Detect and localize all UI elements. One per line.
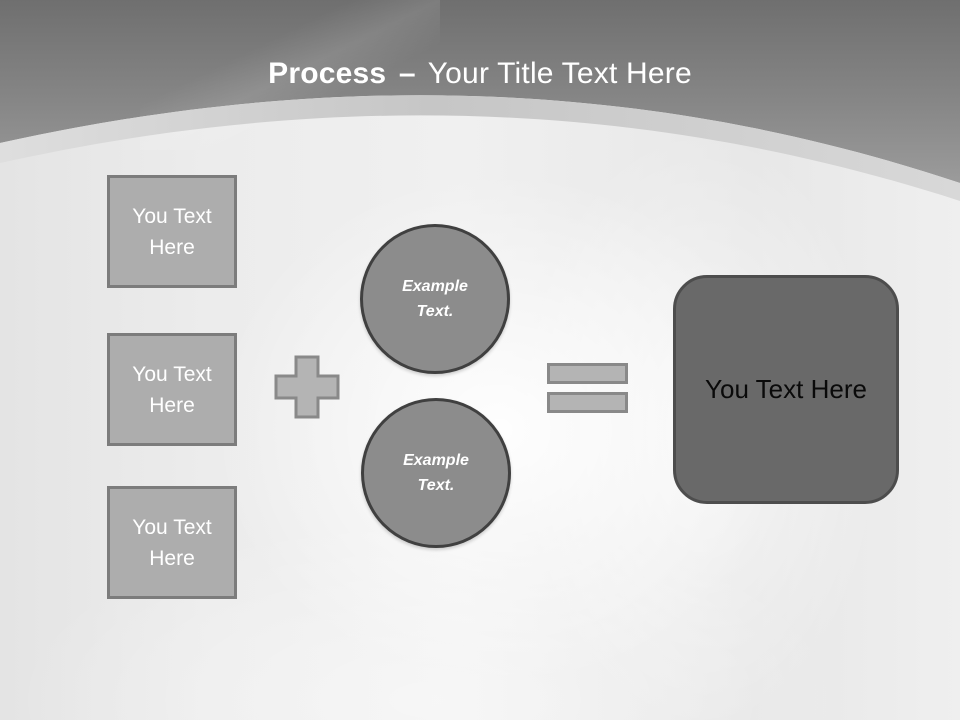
header-silver-band [0, 95, 960, 201]
header-curve [0, 0, 960, 201]
input-box-1-label: You Text Here [132, 204, 212, 259]
plus-icon [274, 355, 340, 424]
title-text: Your Title Text Here [427, 57, 692, 90]
slide-title: Process – Your Title Text Here [0, 57, 960, 91]
title-separator: – [398, 57, 416, 90]
title-emphasis: Process [268, 57, 387, 90]
example-circle-1: Example Text. [360, 224, 510, 374]
input-box-2-label: You Text Here [132, 362, 212, 417]
example-circle-2-label: Example Text. [403, 452, 469, 494]
input-box-1: You Text Here [107, 175, 237, 288]
result-box: You Text Here [673, 275, 899, 504]
example-circle-1-label: Example Text. [402, 278, 468, 320]
example-circle-2: Example Text. [361, 398, 511, 548]
equals-icon [547, 363, 628, 384]
input-box-3: You Text Here [107, 486, 237, 599]
equals-icon [547, 392, 628, 413]
result-box-label: You Text Here [705, 374, 867, 404]
input-box-3-label: You Text Here [132, 515, 212, 570]
input-box-2: You Text Here [107, 333, 237, 446]
